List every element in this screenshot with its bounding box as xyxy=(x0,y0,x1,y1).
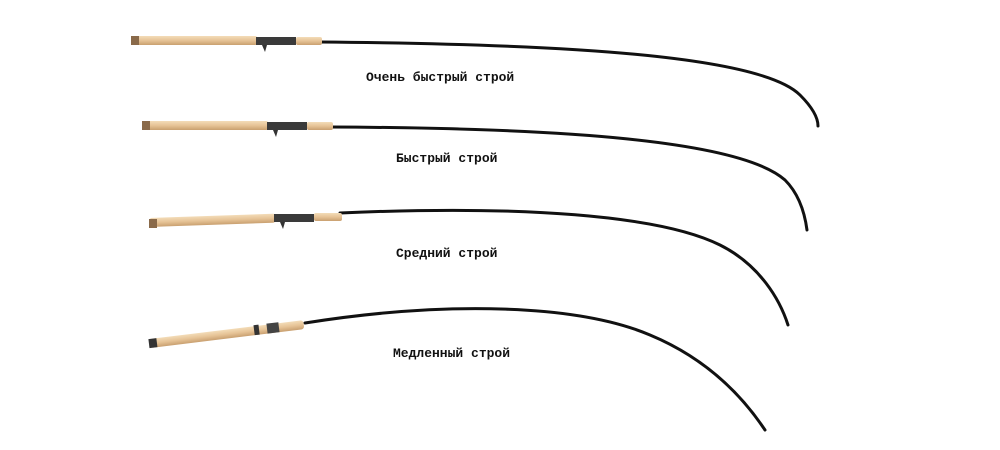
fore-grip xyxy=(307,122,333,130)
rod-fast xyxy=(142,121,809,232)
trigger xyxy=(280,222,285,229)
trigger xyxy=(273,130,278,137)
butt-cap xyxy=(149,219,157,228)
rod-handle xyxy=(149,320,304,348)
fore-grip xyxy=(296,37,322,45)
butt-cap xyxy=(142,121,150,130)
butt-cap xyxy=(131,36,139,45)
label-fast: Быстрый строй xyxy=(396,151,498,166)
fore-grip xyxy=(314,213,342,221)
label-slow: Медленный строй xyxy=(393,346,511,361)
rod-handle xyxy=(149,213,276,227)
rod-moderate xyxy=(149,208,790,327)
rod-blank xyxy=(328,125,809,232)
rod-blank xyxy=(318,40,820,128)
reel-seat xyxy=(274,214,314,222)
reel-ring xyxy=(253,324,260,336)
rod-handle xyxy=(132,36,257,45)
label-moderate: Средний строй xyxy=(396,246,498,261)
rod-slow xyxy=(148,307,767,432)
rod-handle xyxy=(143,121,268,130)
reel-seat xyxy=(267,122,307,130)
label-extra-fast: Очень быстрый строй xyxy=(366,70,515,85)
rod-blank xyxy=(338,208,790,327)
butt-cap xyxy=(148,338,158,349)
reel-seat xyxy=(256,37,296,45)
rod-extra-fast xyxy=(131,36,820,128)
trigger xyxy=(262,45,267,52)
rod-blank xyxy=(303,307,767,432)
reel-ring xyxy=(266,322,280,334)
